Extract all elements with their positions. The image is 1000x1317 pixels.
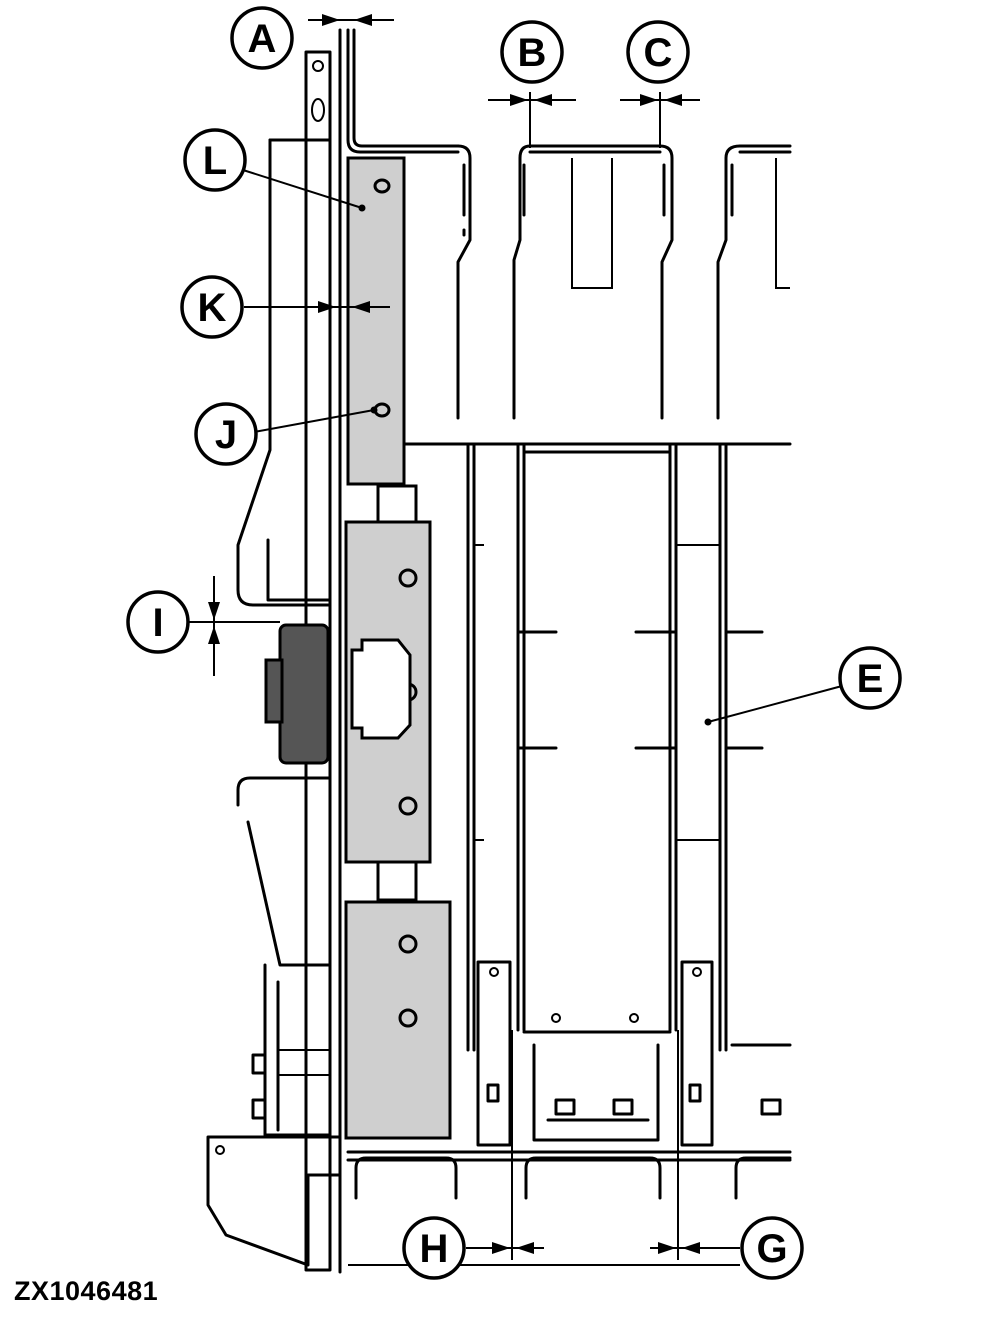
- bottom-guides: [354, 1156, 792, 1200]
- upper-side-bracket: [236, 138, 332, 607]
- callout-a: A: [230, 6, 294, 70]
- callout-j: J: [194, 402, 258, 466]
- callout-l: L: [183, 128, 247, 192]
- svg-text:B: B: [518, 31, 547, 75]
- divider-channel-3: [634, 144, 720, 1032]
- shaded-wear-plates: [344, 156, 452, 1140]
- svg-text:G: G: [756, 1227, 787, 1271]
- callout-c: C: [626, 20, 690, 84]
- svg-text:C: C: [644, 31, 673, 75]
- callout-g: G: [740, 1216, 804, 1280]
- lower-uprights: [476, 960, 714, 1147]
- callout-e: E: [838, 646, 902, 710]
- svg-text:H: H: [420, 1227, 449, 1271]
- wear-strip-upper: [346, 156, 406, 486]
- dimension-i: [188, 576, 280, 676]
- leader-lines: [242, 169, 843, 726]
- wear-block-lower: [344, 900, 452, 1140]
- dark-spacer-block: [264, 623, 330, 765]
- divider-channel-1: [456, 144, 484, 1052]
- callout-i: I: [126, 590, 190, 654]
- svg-text:J: J: [215, 413, 237, 457]
- svg-text:E: E: [857, 657, 884, 701]
- dimension-g: [650, 1030, 740, 1260]
- divider-channel-2: [512, 144, 662, 1032]
- callout-b: B: [500, 20, 564, 84]
- dimension-b: [488, 92, 576, 148]
- svg-text:I: I: [152, 601, 163, 645]
- dimension-a: [308, 14, 394, 26]
- svg-text:K: K: [198, 286, 227, 330]
- dimension-k: [244, 301, 390, 313]
- divider-channel-4: [716, 144, 792, 1116]
- lower-side-bracket: [236, 776, 332, 1137]
- left-frame-plate: [304, 28, 460, 1274]
- callout-k: K: [180, 275, 244, 339]
- svg-text:A: A: [248, 17, 277, 61]
- svg-text:L: L: [203, 139, 227, 183]
- callout-h: H: [402, 1216, 466, 1280]
- dimension-c: [620, 92, 700, 148]
- center-panel-e: [402, 442, 792, 1142]
- dimension-h: [466, 1030, 544, 1260]
- figure-code: ZX1046481: [14, 1276, 159, 1306]
